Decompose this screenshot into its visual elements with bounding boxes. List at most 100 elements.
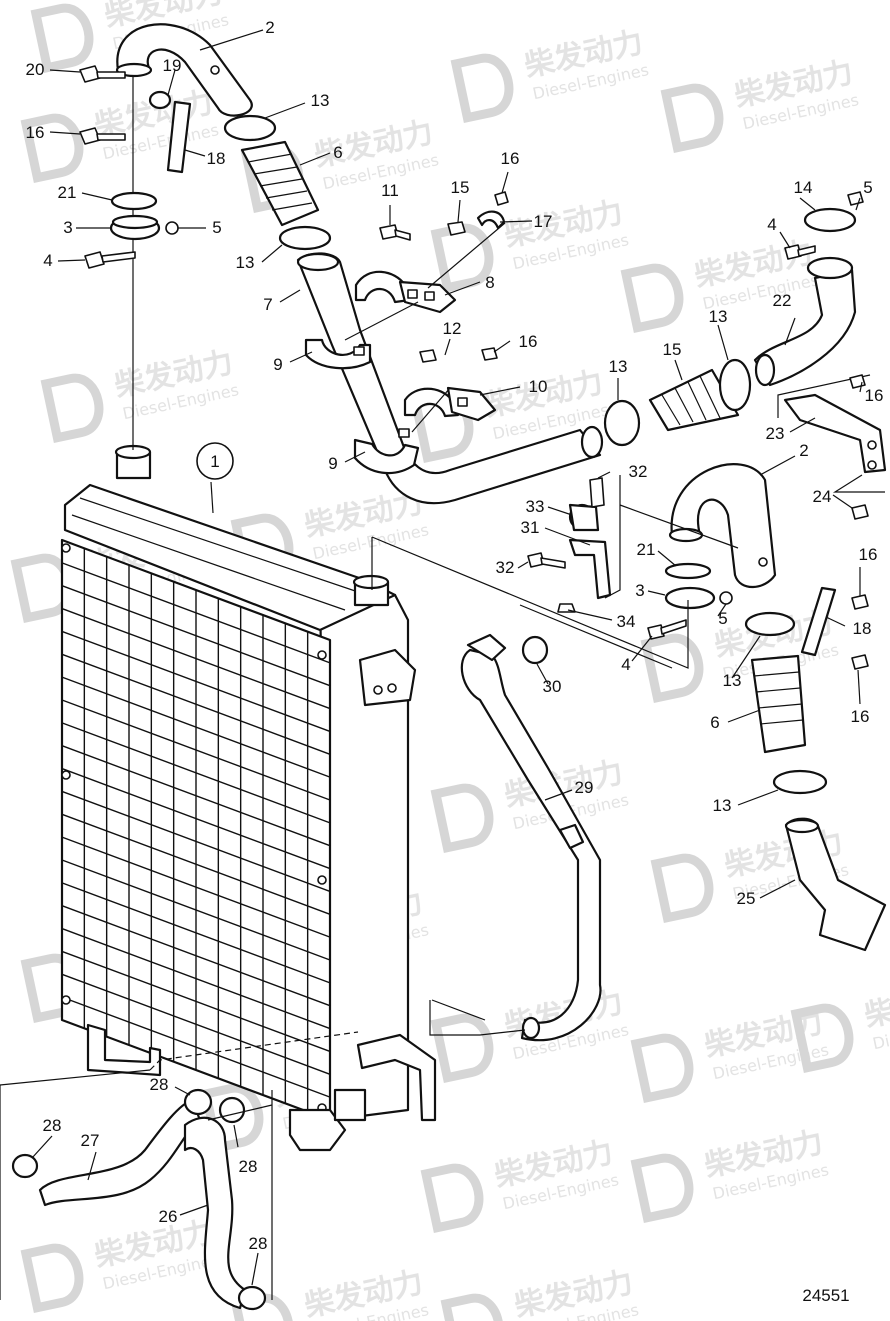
coolant-pipes [0,633,602,1311]
grid-bar-horizontal [61,699,331,801]
callout-28-c: 28 [239,1157,258,1176]
callout-4-c: 4 [621,655,630,674]
watermark-logo-icon [620,263,684,333]
left-pipe-assembly [79,23,604,505]
radiator-guard-grid [61,543,331,1113]
callout-13-f: 13 [713,796,732,815]
watermark-logo-icon [790,1003,854,1073]
bolts-left [79,65,509,363]
watermark-logo-icon [630,1153,694,1223]
callout-33: 33 [526,497,545,516]
grid-bar-horizontal [61,562,331,664]
watermark-logo-icon [660,83,724,153]
watermark-logo-icon [640,633,704,703]
callout-16-a: 16 [26,123,45,142]
grid-bar-horizontal [61,882,331,984]
radiator [60,444,437,1152]
callout-14: 14 [794,178,813,197]
mounting-bolt [61,770,71,780]
callout-6-b: 6 [710,713,719,732]
grid-bar-horizontal [61,607,331,710]
callout-9-b: 9 [328,454,337,473]
watermark-logo-icon [30,3,94,73]
callout-32-a: 32 [629,462,648,481]
callout-12: 12 [443,319,462,338]
callout-16-f: 16 [851,707,870,726]
callout-23: 23 [766,424,785,443]
callout-11: 11 [381,181,399,200]
callout-6-a: 6 [333,143,342,162]
mounting-bolt [61,995,71,1005]
callout-13-e: 13 [723,671,742,690]
callout-28-a: 28 [150,1075,169,1094]
callout-17: 17 [534,212,553,231]
watermark-logo-icon [650,853,714,923]
callout-1: 1 [210,452,219,471]
callout-20: 20 [26,60,45,79]
callout-13-c: 13 [609,357,628,376]
callout-27: 27 [81,1131,100,1150]
grid-bar-horizontal [61,722,331,824]
watermark-logo-icon [430,1013,494,1083]
callout-25: 25 [737,889,756,908]
callout-3-a: 3 [63,218,72,237]
leader-lines [31,29,863,1286]
callout-5-c: 5 [718,609,727,628]
grid-bar-horizontal [61,836,331,938]
callout-9-a: 9 [273,355,282,374]
drawing-number: 24551 [802,1286,849,1305]
callout-15-b: 15 [663,340,682,359]
callout-circle-1 [196,442,234,480]
callout-30: 30 [543,677,562,696]
callout-2-b: 2 [799,441,808,460]
callout-5-a: 5 [212,218,221,237]
grid-bar-horizontal [61,813,331,915]
callout-13-a: 13 [311,91,330,110]
callout-4-a: 4 [43,251,52,270]
callout-16-c: 16 [519,332,538,351]
grid-bar-horizontal [61,745,331,847]
mounting-bolt [61,543,71,553]
watermark-logo-icon [200,1083,264,1153]
grid-bar-horizontal [61,950,331,1053]
callout-24: 24 [813,487,832,506]
grid-bar-horizontal [61,653,331,755]
mounting-bolt [317,875,327,885]
callout-18-a: 18 [207,149,226,168]
right-pipe-assembly [371,191,887,952]
callout-28-d: 28 [249,1234,268,1253]
grid-bar-horizontal [61,996,331,1098]
grid-bar-horizontal [61,905,331,1007]
callout-34: 34 [617,612,636,631]
watermark-logo-icon [20,1243,84,1313]
grid-bar-horizontal [61,585,331,687]
watermark-logo-icon [40,373,104,443]
callout-10: 10 [529,377,548,396]
callout-4-b: 4 [767,215,776,234]
grid-bar-horizontal [61,927,331,1030]
watermark-logo-icon [420,1163,484,1233]
grid-bar-horizontal [61,973,331,1075]
grid-bar-horizontal [61,859,331,961]
callout-18-b: 18 [853,619,872,638]
callout-28-b: 28 [43,1116,62,1135]
callout-15-a: 15 [451,178,470,197]
callout-22: 22 [773,291,792,310]
grid-bar-horizontal [61,790,331,893]
watermark-logo-icon [440,1293,504,1321]
callout-31: 31 [521,518,540,537]
watermark-logo-icon [430,223,494,293]
callout-16-b: 16 [501,149,520,168]
watermark-logo-icon [450,53,514,123]
callout-16-e: 16 [859,545,878,564]
watermark-brand-cn: 柴发动力 [861,975,890,1034]
callout-13-b: 13 [236,253,255,272]
